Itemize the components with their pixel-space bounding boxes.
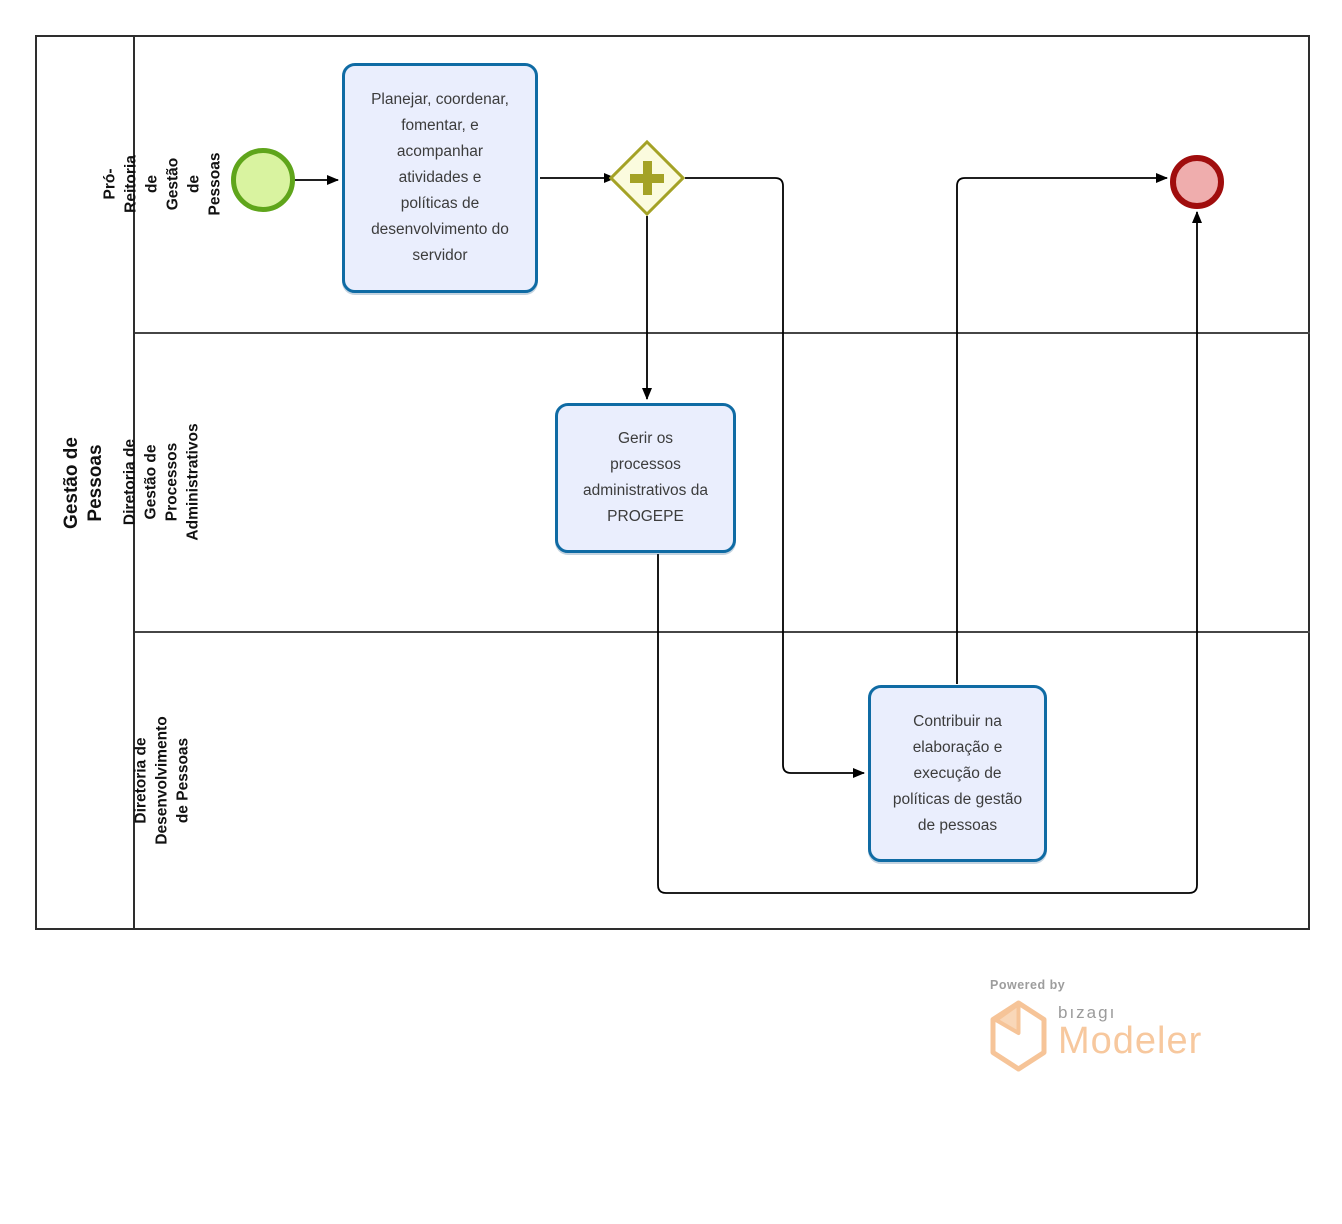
flow-contribuir-to-end[interactable] xyxy=(956,173,1168,684)
powered-by-text: Powered by xyxy=(990,978,1066,992)
bizagi-hexagon-icon xyxy=(990,1000,1047,1072)
task-planejar[interactable]: Planejar, coordenar, fomentar, e acompan… xyxy=(342,63,538,293)
task-gerir[interactable]: Gerir os processos administrativos da PR… xyxy=(555,403,736,553)
task-contribuir[interactable]: Contribuir na elaboração e execução de p… xyxy=(868,685,1047,862)
task-label: Planejar, coordenar, fomentar, e acompan… xyxy=(371,91,509,264)
lane-divider-1 xyxy=(135,332,1310,334)
pool-border xyxy=(35,35,1310,930)
modeler-wordmark: Modeler xyxy=(1058,1020,1203,1062)
end-event[interactable] xyxy=(1170,155,1224,209)
task-label: Gerir os processos administrativos da PR… xyxy=(583,430,708,525)
task-label: Contribuir na elaboração e execução de p… xyxy=(892,712,1023,834)
flow-gateway-to-contribuir[interactable] xyxy=(685,177,865,778)
plus-icon xyxy=(630,161,664,195)
start-event[interactable] xyxy=(231,148,295,212)
flow-gerir-to-end[interactable] xyxy=(657,211,1202,894)
bizagi-modeler-brand: Powered by bızagı Modeler xyxy=(990,978,1250,1072)
pool-header-divider xyxy=(133,35,135,930)
bizagi-wordmark: bızagı xyxy=(1058,1003,1117,1022)
lane-divider-2 xyxy=(135,631,1310,633)
